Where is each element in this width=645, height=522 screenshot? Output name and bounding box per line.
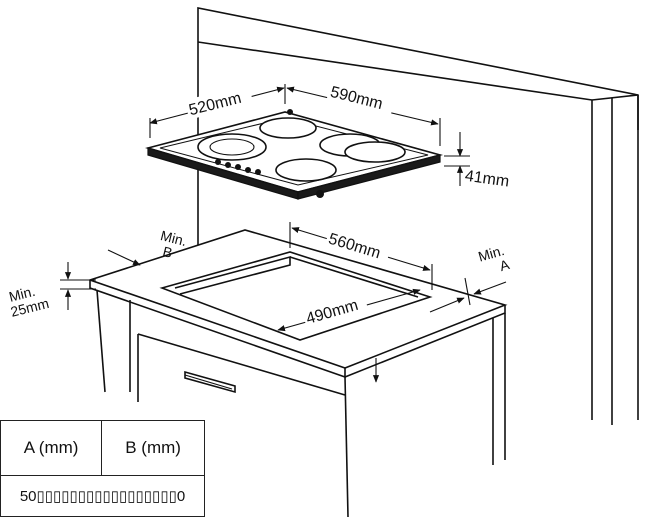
burner-rear-left: [259, 117, 317, 139]
hob: [145, 109, 444, 200]
burner-right: [344, 141, 406, 163]
table-row: 50▯▯▯▯▯▯▯▯▯▯▯▯▯▯▯▯▯0: [0, 475, 205, 517]
control-panel: [215, 159, 261, 175]
min-a-label-line2: A: [498, 256, 512, 274]
min-a-label-line1: Min.: [476, 242, 506, 265]
min-b-label-line1: Min.: [159, 227, 189, 249]
table-cell-values: 50▯▯▯▯▯▯▯▯▯▯▯▯▯▯▯▯▯0: [0, 475, 205, 517]
min-front-label-line1: Min.: [7, 283, 37, 305]
drawer-handle: [184, 370, 236, 394]
cabinet: [96, 289, 506, 518]
burner-front-right: [275, 158, 337, 182]
table-header-a: A (mm): [0, 420, 103, 476]
table-header-row: A (mm) B (mm): [0, 420, 205, 476]
min-b-label-line2: B: [161, 243, 174, 261]
hob-height-label: 41mm: [464, 168, 510, 191]
wall: [197, 7, 639, 425]
burner-front-left: [197, 133, 267, 161]
clearance-table: A (mm) B (mm) 50▯▯▯▯▯▯▯▯▯▯▯▯▯▯▯▯▯0: [0, 420, 205, 517]
table-header-b: B (mm): [101, 420, 205, 476]
